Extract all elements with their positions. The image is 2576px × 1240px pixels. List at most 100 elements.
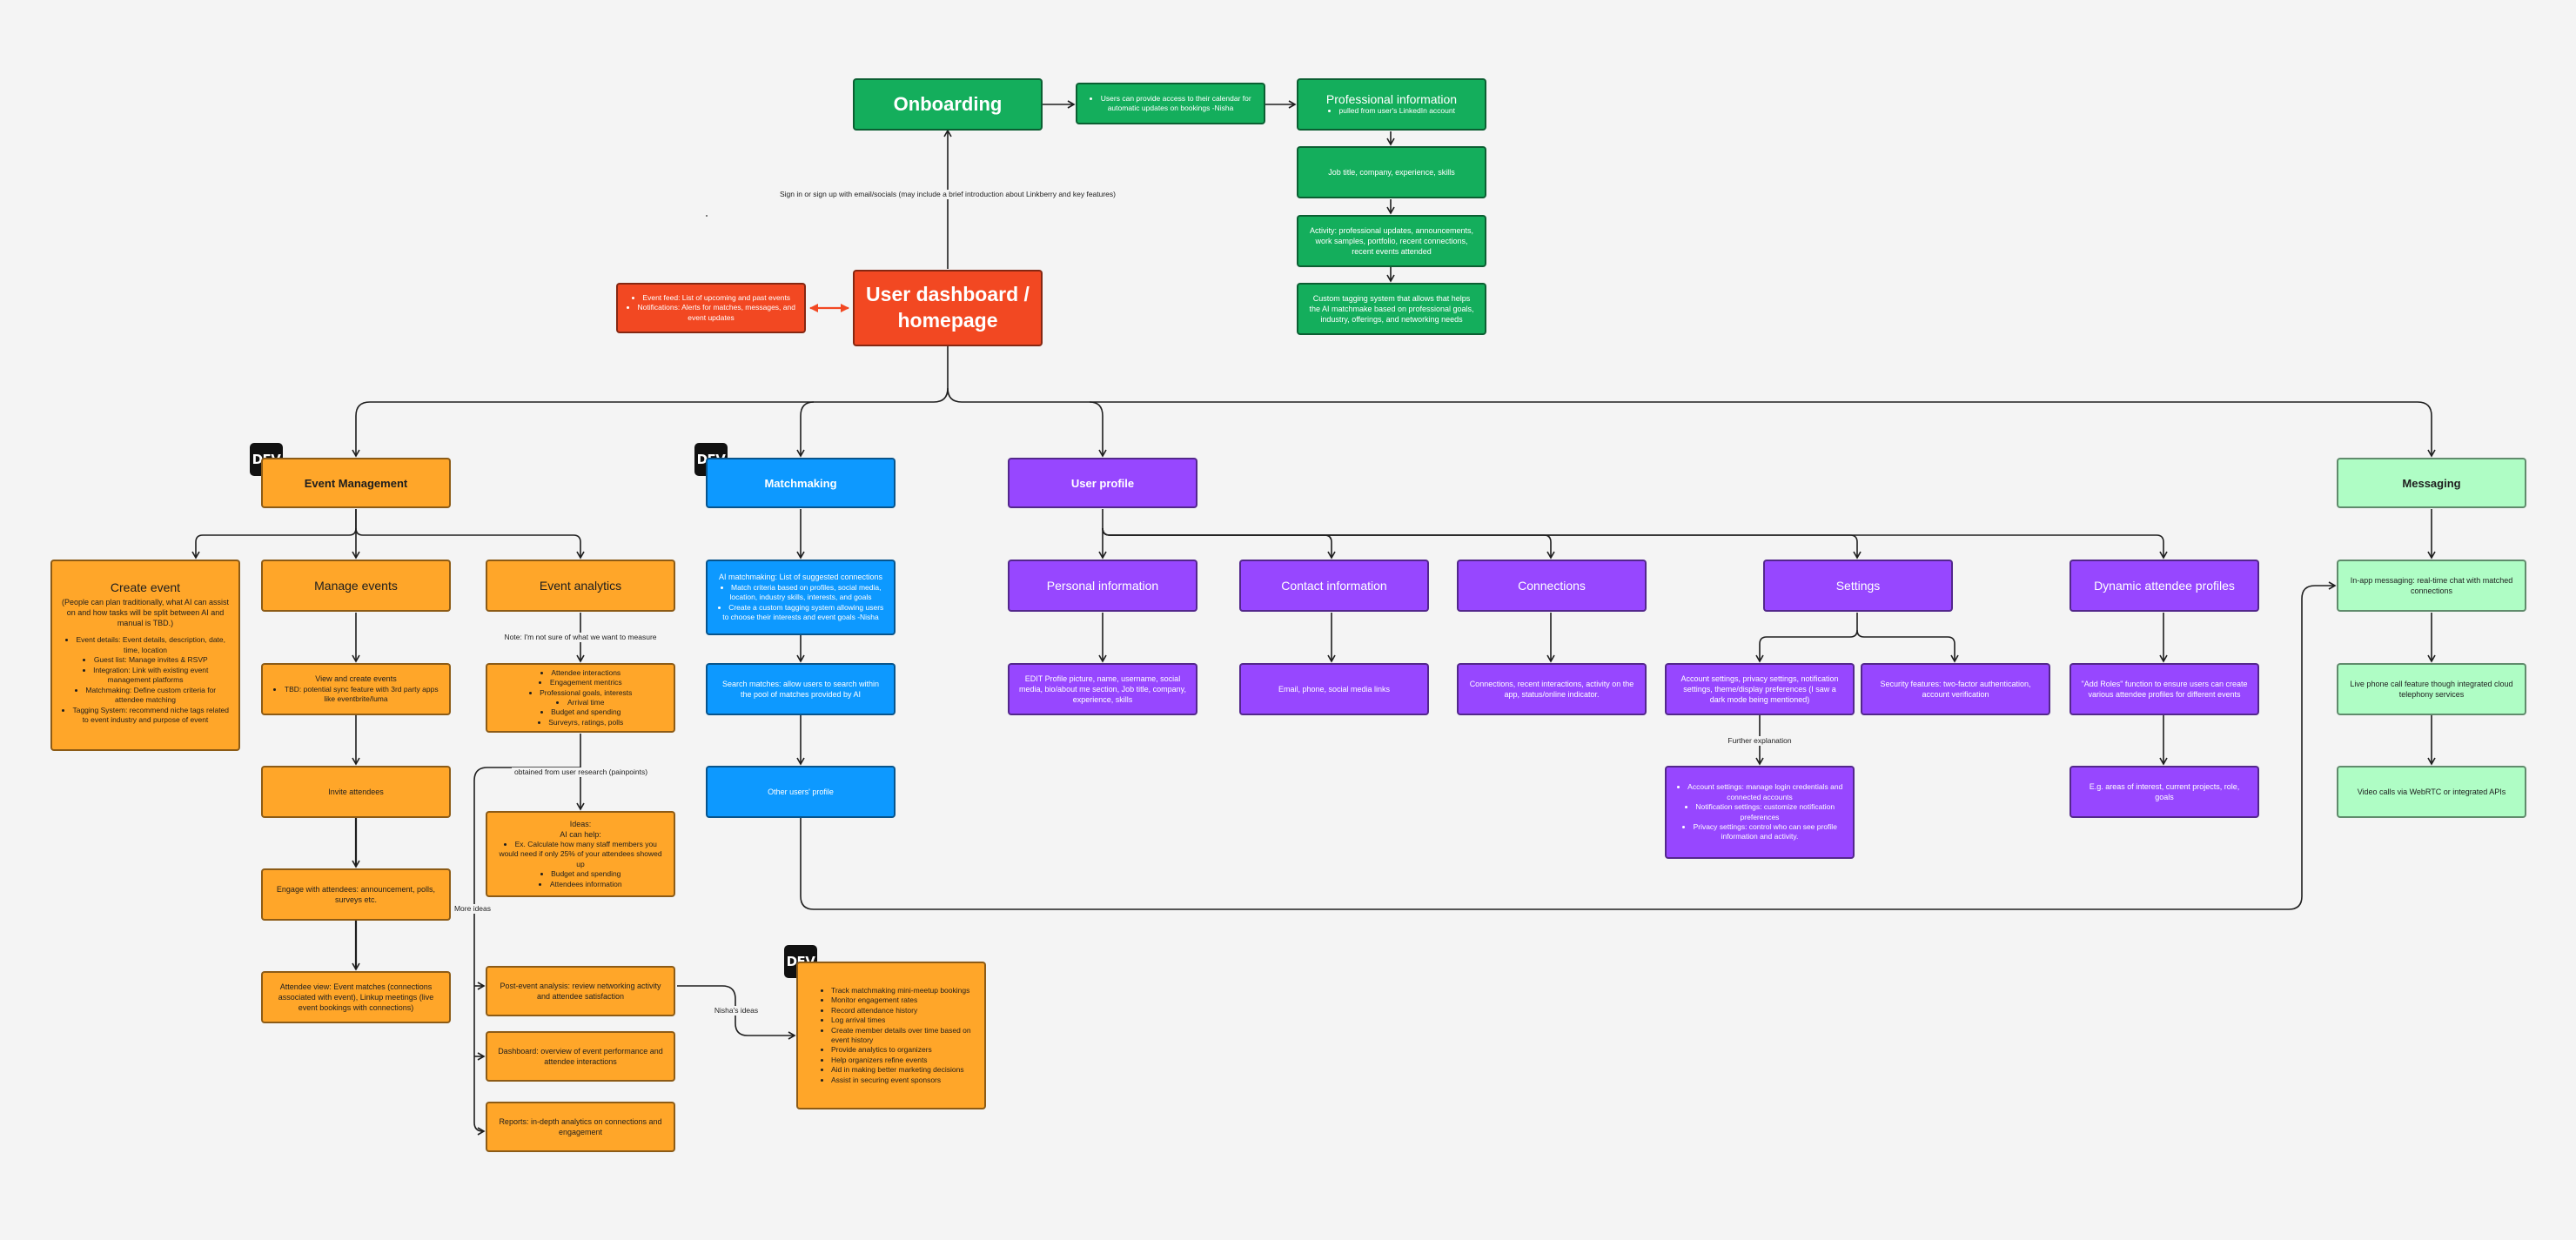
create-event-item: Matchmaking: Define custom criteria for … (61, 686, 230, 706)
job-title-text: Job title, company, experience, skills (1328, 167, 1455, 177)
professional-info-sub: pulled from user's LinkedIn account (1328, 106, 1455, 116)
contact-detail-label: Email, phone, social media links (1278, 684, 1391, 694)
matchmaking-label: Matchmaking (764, 476, 837, 490)
nisha-ideas-node[interactable]: Track matchmaking mini-meetup bookings M… (796, 962, 986, 1109)
video-calls-label: Video calls via WebRTC or integrated API… (2357, 787, 2506, 796)
analytics-metrics-node[interactable]: Attendee interactions Engagement mentric… (486, 663, 675, 733)
professional-info-node[interactable]: Professional information pulled from use… (1297, 78, 1486, 131)
attendee-view-label: Attendee view: Event matches (connection… (278, 982, 434, 1013)
ai-matchmaking-item: Match criteria based on profiles, social… (716, 583, 885, 603)
messaging-node[interactable]: Messaging (2337, 458, 2526, 508)
other-users-profile-label: Other users' profile (768, 787, 834, 796)
connections-detail-node[interactable]: Connections, recent interactions, activi… (1457, 663, 1647, 715)
account-settings-node[interactable]: Account settings, privacy settings, noti… (1665, 663, 1855, 715)
ai-matchmaking-list: Match criteria based on profiles, social… (716, 583, 885, 623)
dashboard-overview-node[interactable]: Dashboard: overview of event performance… (486, 1031, 675, 1082)
dynamic-attendee-profiles-node[interactable]: Dynamic attendee profiles (2070, 560, 2259, 612)
nisha-idea-item: Track matchmaking mini-meetup bookings (831, 986, 976, 995)
contact-detail-node[interactable]: Email, phone, social media links (1239, 663, 1429, 715)
security-features-node[interactable]: Security features: two-factor authentica… (1861, 663, 2050, 715)
settings-node[interactable]: Settings (1763, 560, 1953, 612)
nishas-ideas-label: Nisha's ideas (711, 1006, 761, 1016)
settings-detail-item: Privacy settings: control who can see pr… (1675, 822, 1844, 842)
create-event-node[interactable]: Create event (People can plan traditiona… (50, 560, 240, 751)
connections-node[interactable]: Connections (1457, 560, 1647, 612)
user-dashboard-label: User dashboard / homepage (866, 283, 1030, 332)
onboarding-label: Onboarding (893, 93, 1003, 115)
event-analytics-node[interactable]: Event analytics (486, 560, 675, 612)
settings-label: Settings (1835, 579, 1881, 593)
video-calls-node[interactable]: Video calls via WebRTC or integrated API… (2337, 766, 2526, 818)
view-create-events-item: TBD: potential sync feature with 3rd par… (272, 685, 440, 705)
more-ideas-label: More ideas (451, 904, 494, 915)
matchmaking-node[interactable]: Matchmaking (706, 458, 896, 508)
add-roles-node[interactable]: "Add Roles" function to ensure users can… (2070, 663, 2259, 715)
job-title-node[interactable]: Job title, company, experience, skills (1297, 146, 1486, 198)
create-event-intro: (People can plan traditionally, what AI … (62, 598, 229, 628)
phone-call-node[interactable]: Live phone call feature though integrate… (2337, 663, 2526, 715)
ai-matchmaking-node[interactable]: AI matchmaking: List of suggested connec… (706, 560, 896, 635)
event-management-node[interactable]: Event Management (261, 458, 451, 508)
connections-label: Connections (1518, 579, 1586, 593)
interest-examples-node[interactable]: E.g. areas of interest, current projects… (2070, 766, 2259, 818)
personal-detail-label: EDIT Profile picture, name, username, so… (1019, 674, 1186, 705)
in-app-messaging-label: In-app messaging: real-time chat with ma… (2350, 575, 2513, 595)
in-app-messaging-node[interactable]: In-app messaging: real-time chat with ma… (2337, 560, 2526, 612)
view-create-events-node[interactable]: View and create events TBD: potential sy… (261, 663, 451, 715)
post-event-label: Post-event analysis: review networking a… (500, 981, 661, 1001)
obtained-label: obtained from user research (painpoints) (512, 767, 651, 778)
ideas-item: Ex. Calculate how many staff members you… (496, 840, 665, 869)
post-event-node[interactable]: Post-event analysis: review networking a… (486, 966, 675, 1016)
stray-dot (706, 215, 708, 217)
nisha-idea-item: Assist in securing event sponsors (831, 1076, 976, 1085)
event-feed-list: Event feed: List of upcoming and past ev… (627, 293, 795, 323)
ideas-title: Ideas: AI can help: (560, 819, 601, 839)
settings-detail-node[interactable]: Account settings: manage login credentia… (1665, 766, 1855, 859)
user-dashboard-node[interactable]: User dashboard / homepage (853, 270, 1043, 346)
settings-detail-item: Notification settings: customize notific… (1675, 802, 1844, 822)
calendar-access-text: Users can provide access to their calend… (1086, 94, 1255, 114)
other-users-profile-node[interactable]: Other users' profile (706, 766, 896, 818)
analytics-item: Budget and spending (529, 707, 633, 717)
create-event-item: Integration: Link with existing event ma… (61, 666, 230, 686)
create-event-item: Guest list: Manage invites & RSVP (61, 655, 230, 665)
reports-node[interactable]: Reports: in-depth analytics on connectio… (486, 1102, 675, 1152)
event-management-label: Event Management (304, 476, 408, 490)
settings-detail-list: Account settings: manage login credentia… (1675, 782, 1844, 842)
contact-information-node[interactable]: Contact information (1239, 560, 1429, 612)
nisha-idea-item: Create member details over time based on… (831, 1026, 976, 1046)
analytics-item: Surveyrs, ratings, polls (529, 718, 633, 727)
dynamic-attendee-profiles-label: Dynamic attendee profiles (2094, 579, 2235, 593)
ideas-item: Budget and spending (496, 869, 665, 879)
event-feed-node[interactable]: Event feed: List of upcoming and past ev… (616, 283, 806, 333)
activity-node[interactable]: Activity: professional updates, announce… (1297, 215, 1486, 267)
calendar-access-node[interactable]: Users can provide access to their calend… (1076, 83, 1265, 124)
create-event-item: Event details: Event details, descriptio… (61, 635, 230, 655)
personal-information-node[interactable]: Personal information (1008, 560, 1197, 612)
settings-detail-item: Account settings: manage login credentia… (1675, 782, 1844, 802)
tagging-node[interactable]: Custom tagging system that allows that h… (1297, 283, 1486, 335)
note-unsure-label: Note: I'm not sure of what we want to me… (501, 633, 660, 643)
onboarding-node[interactable]: Onboarding (853, 78, 1043, 131)
search-matches-node[interactable]: Search matches: allow users to search wi… (706, 663, 896, 715)
engage-attendees-label: Engage with attendees: announcement, pol… (276, 884, 436, 904)
nisha-idea-item: Provide analytics to organizers (831, 1045, 976, 1055)
invite-attendees-node[interactable]: Invite attendees (261, 766, 451, 818)
manage-events-node[interactable]: Manage events (261, 560, 451, 612)
attendee-view-node[interactable]: Attendee view: Event matches (connection… (261, 971, 451, 1023)
analytics-item: Professional goals, interests (529, 688, 632, 698)
nisha-idea-item: Monitor engagement rates (831, 995, 976, 1005)
view-create-events-title: View and create events (315, 674, 397, 684)
activity-text: Activity: professional updates, announce… (1309, 225, 1474, 257)
phone-call-label: Live phone call feature though integrate… (2350, 679, 2513, 699)
analytics-metrics-list: Attendee interactions Engagement mentric… (529, 668, 633, 728)
ideas-item: Attendees information (496, 880, 665, 889)
personal-detail-node[interactable]: EDIT Profile picture, name, username, so… (1008, 663, 1197, 715)
engage-attendees-node[interactable]: Engage with attendees: announcement, pol… (261, 868, 451, 921)
nisha-idea-item: Help organizers refine events (831, 1056, 976, 1065)
event-analytics-label: Event analytics (539, 579, 622, 593)
reports-label: Reports: in-depth analytics on connectio… (499, 1116, 662, 1136)
user-profile-node[interactable]: User profile (1008, 458, 1197, 508)
ideas-node[interactable]: Ideas: AI can help: Ex. Calculate how ma… (486, 811, 675, 897)
